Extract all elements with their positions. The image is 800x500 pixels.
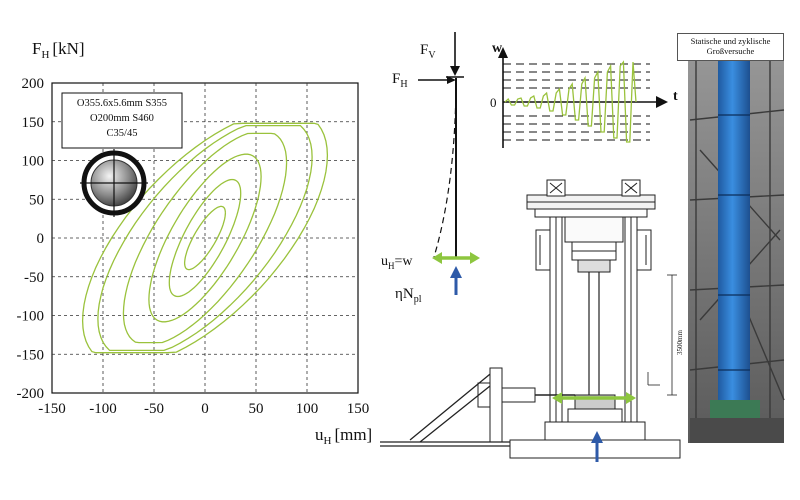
y-tick-label: -50 [24,270,44,286]
w-axis-arrowhead [498,47,508,58]
y-axis-label: FH[kN] [32,39,85,61]
w-label: w [492,41,503,56]
rig-height-label: 3500mm [676,330,684,355]
x-axis-label: uH[mm] [315,425,372,447]
fv-label: FV [420,42,436,61]
legend-line-3: C35/45 [107,128,138,139]
rig-arrow-right-head [626,392,636,404]
y-tick-label: -100 [17,309,45,325]
section-legend: O355.6x5.6mm S355 O200mm S460 C35/45 [61,92,183,149]
eta-npl-label: ηNpl [395,286,422,305]
hysteresis-loop [122,132,288,344]
loading-history-plot: w t 0 [490,41,678,148]
y-tick-label: 50 [29,192,44,208]
hysteresis-loop [168,178,242,298]
y-tick-label: -200 [17,386,45,402]
x-tick-label: -150 [38,401,66,417]
deflected-shape [433,77,457,258]
uh-label: uH=w [381,254,413,271]
hysteresis-loop [148,153,262,323]
column-schematic: FV FH uH=w ηNpl [381,32,480,305]
fh-label: FH [392,71,408,90]
y-tick-labels: 200 150 100 50 0 -50 -100 -150 -200 [17,76,45,402]
photo-caption: Statische und zyklische Großversuche [677,33,784,61]
test-photo [688,33,785,443]
rig-arrow-left-head [552,392,562,404]
hysteresis-loop [81,122,329,354]
photo-column-joints [718,114,750,371]
test-rig-drawing [380,179,681,459]
x-tick-label: 0 [201,401,209,417]
load-arrow-right-head [470,252,480,264]
x-tick-labels: -150 -100 -50 0 50 100 150 [38,401,369,417]
y-tick-label: 100 [22,154,45,170]
t-axis-arrowhead [656,96,668,108]
fv-arrowhead [450,66,460,76]
hysteresis-curves [81,122,329,354]
x-tick-label: 100 [296,401,319,417]
legend-line-1: O355.6x5.6mm S355 [77,98,167,109]
axial-load-arrowhead [450,266,462,278]
loading-history-wave [504,60,637,143]
rig-axial-arrowhead [591,431,603,443]
y-tick-label: -150 [17,347,45,363]
t-label: t [673,89,678,104]
hysteresis-loop [183,205,227,271]
x-tick-label: 150 [347,401,370,417]
photo-column [718,60,750,410]
y-tick-label: 150 [22,115,45,131]
y-tick-label: 0 [37,231,45,247]
legend-line-2: O200mm S460 [90,113,154,124]
hysteresis-loop [97,124,313,352]
photo-base-plate [710,400,760,418]
fh-arrowhead [447,76,456,84]
x-tick-label: 50 [249,401,264,417]
cross-section-icon [80,149,148,217]
zero-label: 0 [490,95,497,110]
x-tick-label: -50 [144,401,164,417]
x-tick-label: -100 [89,401,117,417]
y-tick-label: 200 [22,76,45,92]
load-arrow-left-head [432,252,442,264]
